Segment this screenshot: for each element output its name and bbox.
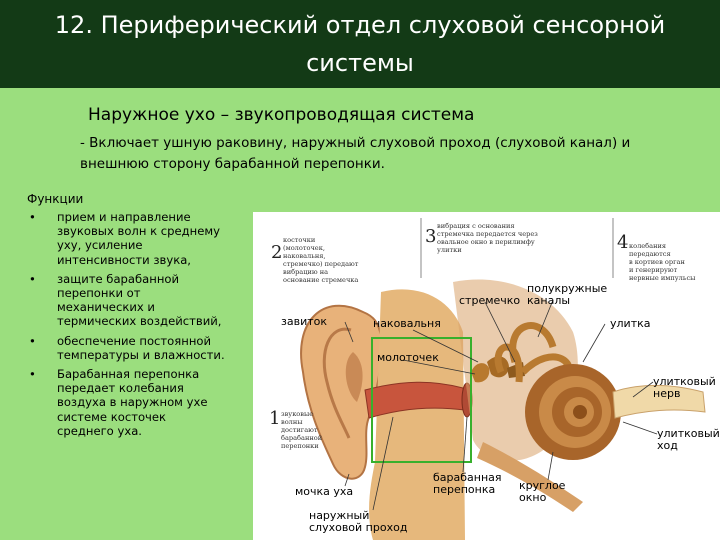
step-4-line: нервные импульсы — [629, 274, 695, 282]
label-mochka: мочка уха — [295, 486, 353, 498]
label-ulitkovy-nerv: улитковый нерв — [653, 376, 716, 400]
list-item-line: Барабанная перепонка — [57, 367, 243, 381]
section-subtitle: Наружное ухо – звукопроводящая система — [88, 105, 474, 125]
title-bar: 12. Периферический отдел слуховой сенсор… — [0, 0, 720, 88]
step-1-line: перепонки — [281, 442, 322, 450]
step-1-line: звуковые — [281, 410, 322, 418]
label-barabannaya: барабанная перепонка — [433, 472, 502, 496]
step-4-text: колебания передаются в кортиев орган и г… — [629, 242, 695, 282]
step-2-line: косточки — [283, 236, 358, 244]
list-item-line: прием и направление — [57, 210, 243, 224]
step-4-line: передаются — [629, 250, 695, 258]
step-1-line: барабанной — [281, 434, 322, 442]
label-krugloe-okno: круглое окно — [519, 480, 565, 504]
label-barabannaya-line: перепонка — [433, 484, 502, 496]
label-ulitkovy-khod: улитковый ход — [657, 428, 720, 452]
list-item-line: интенсивности звука, — [57, 253, 243, 267]
step-3-number: 3 — [425, 226, 436, 247]
list-item-line: температуры и влажности. — [57, 348, 243, 362]
label-nerv-line: нерв — [653, 388, 716, 400]
step-3-line: овальное окно в перилимфу — [437, 238, 538, 246]
step-4-line: в кортиев орган — [629, 258, 695, 266]
functions-heading: Функции — [27, 192, 83, 206]
step-2-line: наковальня, — [283, 252, 358, 260]
step-3-text: вибрация с основания стремечка передаетс… — [437, 222, 538, 254]
list-item-line: передает колебания — [57, 381, 243, 395]
step-1-line: волны — [281, 418, 322, 426]
description-line-2: внешнюю сторону барабанной перепонки. — [80, 154, 690, 175]
label-okno-line: окно — [519, 492, 565, 504]
section-description: - Включает ушную раковину, наружный слух… — [80, 133, 690, 175]
step-2-line: вибрацию на — [283, 268, 358, 276]
title-line-2: системы — [10, 44, 710, 82]
step-1-number: 1 — [269, 408, 280, 429]
step-2-line: (молоточек, — [283, 244, 358, 252]
step-3-line: стремечка передается через — [437, 230, 538, 238]
list-item-line: воздуха в наружном ухе — [57, 395, 243, 409]
list-item-line: термических воздействий, — [57, 314, 243, 328]
list-item-line: обеспечение постоянной — [57, 334, 243, 348]
list-item-line: перепонки от — [57, 286, 243, 300]
step-2-line: основание стремечка — [283, 276, 358, 284]
label-polukruzhnye: полукружные каналы — [527, 283, 607, 307]
step-1-text: звуковые волны достигают барабанной пере… — [281, 410, 322, 450]
label-molotochek: молоточек — [377, 352, 439, 364]
list-item-line: защите барабанной — [57, 272, 243, 286]
list-item-line: среднего уха. — [57, 424, 243, 438]
step-4-line: колебания — [629, 242, 695, 250]
label-stremechko: стремечко — [459, 295, 520, 307]
list-item-line: звуковых волн к среднему — [57, 224, 243, 238]
label-polukruzhnye-line: каналы — [527, 295, 607, 307]
list-item-line: уху, усиление — [57, 238, 243, 252]
ear-anatomy-figure: 1 звуковые волны достигают барабанной пе… — [253, 212, 720, 540]
label-khod-line: ход — [657, 440, 720, 452]
list-item: • прием и направление звуковых волн к ср… — [27, 210, 243, 267]
label-prokhod: наружный слуховой проход — [309, 510, 407, 534]
step-4-line: и генерируют — [629, 266, 695, 274]
step-3-line: улитки — [437, 246, 538, 254]
description-line-1: - Включает ушную раковину, наружный слух… — [80, 133, 690, 154]
label-prokhod-line: слуховой проход — [309, 522, 407, 534]
step-1-line: достигают — [281, 426, 322, 434]
list-item-line: системе косточек — [57, 410, 243, 424]
title-line-1: 12. Периферический отдел слуховой сенсор… — [10, 6, 710, 44]
bullet-icon: • — [29, 272, 36, 286]
label-ulitka: улитка — [610, 318, 650, 330]
bullet-icon: • — [29, 210, 36, 224]
list-item: • защите барабанной перепонки от механич… — [27, 272, 243, 329]
list-item: • Барабанная перепонка передает колебани… — [27, 367, 243, 438]
list-item-line: механических и — [57, 300, 243, 314]
label-zavitok: завиток — [281, 316, 327, 328]
bullet-icon: • — [29, 367, 36, 381]
bullet-icon: • — [29, 334, 36, 348]
list-item: • обеспечение постоянной температуры и в… — [27, 334, 243, 362]
cochlea — [525, 364, 621, 460]
label-nakovalnya: наковальня — [373, 318, 441, 330]
step-3-line: вибрация с основания — [437, 222, 538, 230]
functions-list: • прием и направление звуковых волн к ср… — [27, 210, 243, 443]
step-2-number: 2 — [271, 242, 282, 263]
step-2-line: стремечко) передают — [283, 260, 358, 268]
step-4-number: 4 — [617, 232, 628, 253]
step-2-text: косточки (молоточек, наковальня, стремеч… — [283, 236, 358, 284]
slide-title: 12. Периферический отдел слуховой сенсор… — [10, 6, 710, 82]
